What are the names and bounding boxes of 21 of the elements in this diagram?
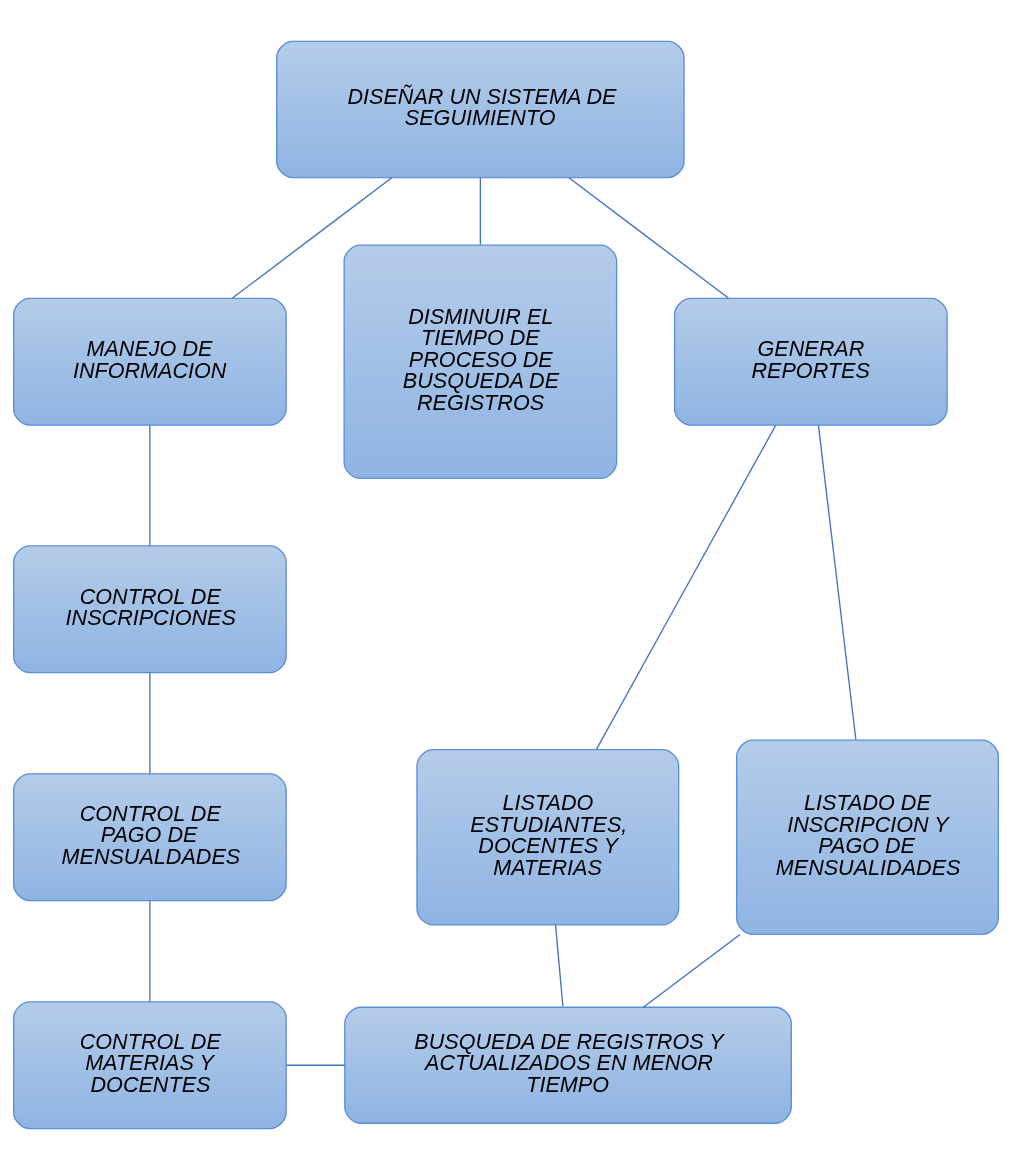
connector [642,933,741,1008]
connector [149,671,151,774]
node-box: BUSQUEDA DE REGISTROS Y ACTUALIZADOS EN MENOR TIEMPO [344,1006,792,1124]
node-box: DISEÑAR UN SISTEMA DE SEGUIMIENTO [276,40,685,178]
connector [479,176,482,245]
connector [817,424,857,740]
connector [554,923,564,1007]
node-box: DISMINUIR EL TIEMPO DE PROCESO DE BUSQUEDA DE REGISTROS [343,243,618,479]
node-box: CONTROL DE PAGO DE MENSUALDADES [12,772,287,901]
connector [149,899,151,1002]
connector [285,1064,346,1066]
connector [149,424,151,546]
node-box: CONTROL DE INSCRIPCIONES [12,544,287,673]
node-box: LISTADO DE INSCRIPCION Y PAGO DE MENSUALIDADES [736,738,1000,935]
node-box: CONTROL DE MATERIAS Y DOCENTES [12,1000,287,1129]
node-box: MANEJO DE INFORMACION [12,297,287,426]
connector [595,424,777,750]
node-box: GENERAR REPORTES [673,297,948,426]
node-box: LISTADO ESTUDIANTES, DOCENTES Y MATERIAS [416,748,680,926]
connector [568,176,729,299]
connector [231,176,393,299]
